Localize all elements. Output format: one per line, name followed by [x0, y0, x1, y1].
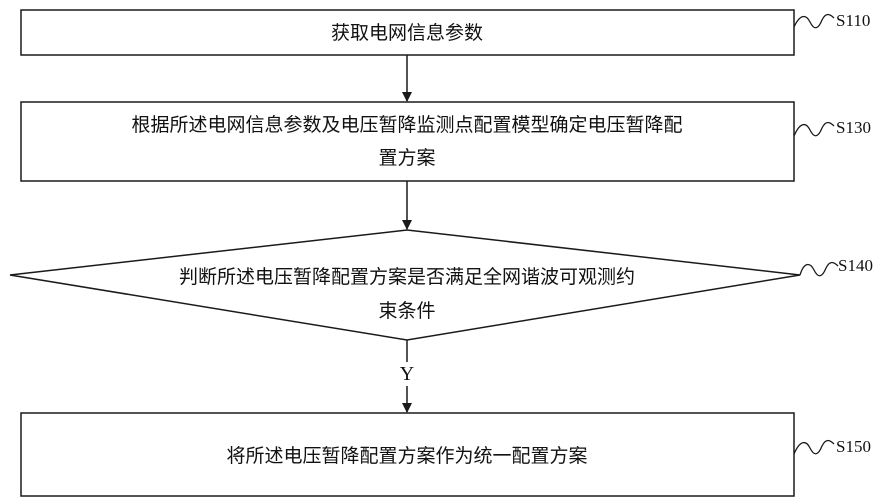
- branch-yes-label: Y: [400, 363, 414, 385]
- step-s150-connector: [793, 439, 835, 455]
- step-s140-text-line1: 判断所述电压暂降配置方案是否满足全网谐波可观测约: [179, 266, 635, 288]
- step-s110-connector: [793, 13, 835, 29]
- step-s130-label: S130: [836, 118, 871, 137]
- step-s150-box: [20, 412, 795, 497]
- step-s110-label: S110: [836, 11, 870, 30]
- step-s110-text: 获取电网信息参数: [331, 22, 483, 44]
- step-s140-text-line2: 束条件: [378, 300, 435, 322]
- step-s130-text-line1: 根据所述电网信息参数及电压暂降监测点配置模型确定电压暂降配: [131, 114, 682, 136]
- step-s150-text: 将所述电压暂降配置方案作为统一配置方案: [226, 445, 587, 467]
- step-s150-label: S150: [836, 437, 871, 456]
- step-s140-connector: [799, 261, 839, 277]
- step-s140-label: S140: [838, 256, 873, 275]
- step-s130-text-line2: 置方案: [378, 147, 435, 169]
- step-s130-connector: [793, 121, 835, 137]
